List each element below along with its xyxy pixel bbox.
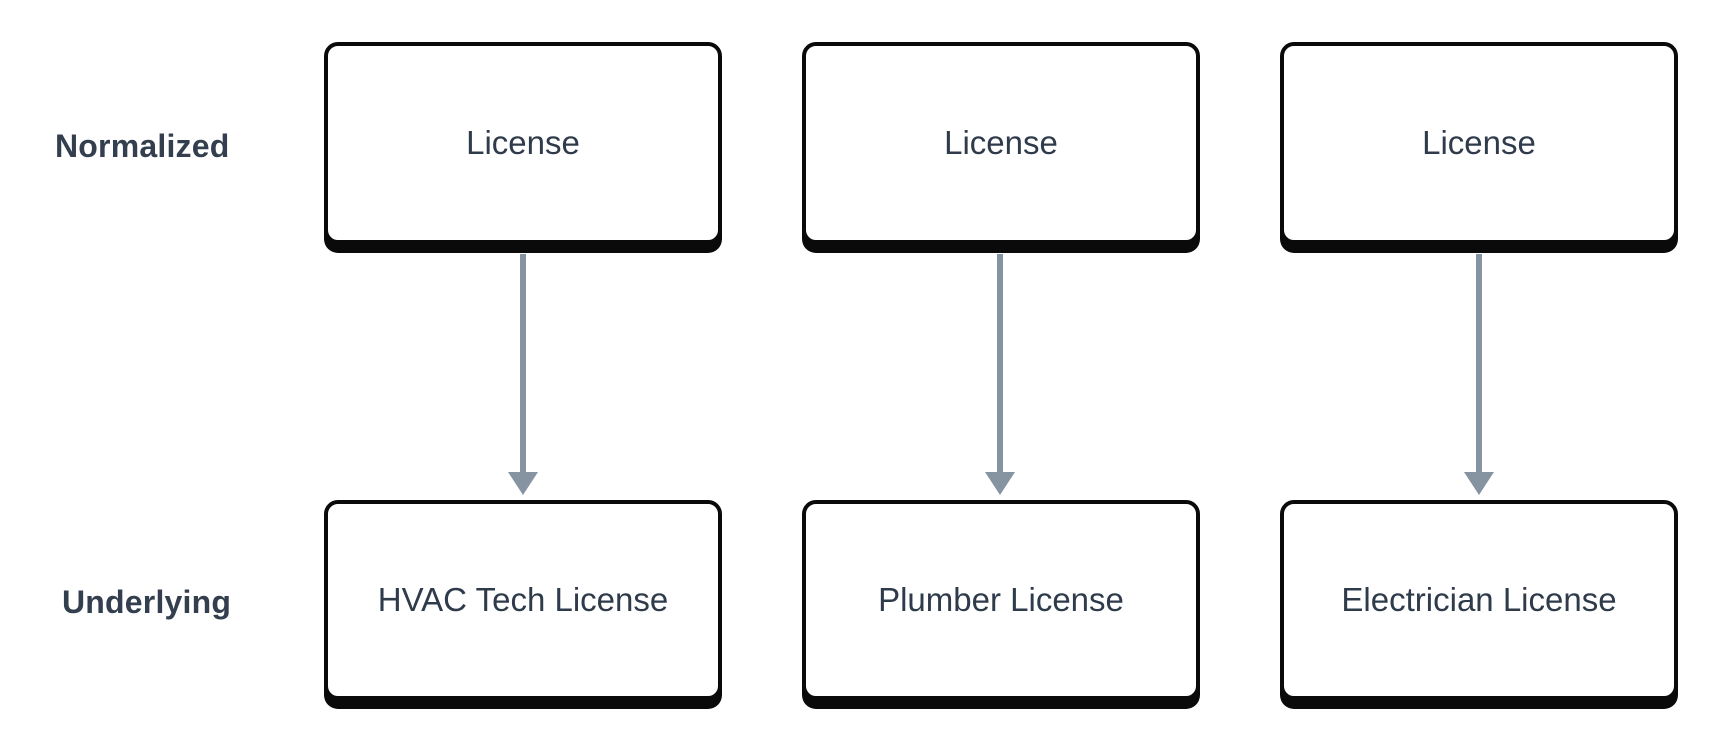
underlying-license-box-1: HVAC Tech License [324, 500, 722, 700]
row-label-underlying: Underlying [62, 584, 232, 620]
normalized-license-box-3: License [1280, 42, 1678, 244]
underlying-license-label-3: Electrician License [1341, 581, 1617, 618]
underlying-license-label-1: HVAC Tech License [377, 581, 669, 618]
arrow-shaft [520, 254, 526, 474]
underlying-license-box-2: Plumber License [802, 500, 1200, 700]
row-label-normalized: Normalized [55, 128, 230, 164]
arrow-shaft [1476, 254, 1482, 474]
underlying-license-box-3: Electrician License [1280, 500, 1678, 700]
arrow-head [1464, 472, 1494, 495]
normalized-license-label-2: License [944, 124, 1058, 161]
normalized-license-label-3: License [1422, 124, 1536, 161]
arrow-head [508, 472, 538, 495]
arrow-head [985, 472, 1015, 495]
normalized-license-box-2: License [802, 42, 1200, 244]
arrow-shaft [997, 254, 1003, 474]
normalized-license-box-1: License [324, 42, 722, 244]
normalized-license-label-1: License [466, 124, 580, 161]
underlying-license-label-2: Plumber License [878, 581, 1124, 618]
